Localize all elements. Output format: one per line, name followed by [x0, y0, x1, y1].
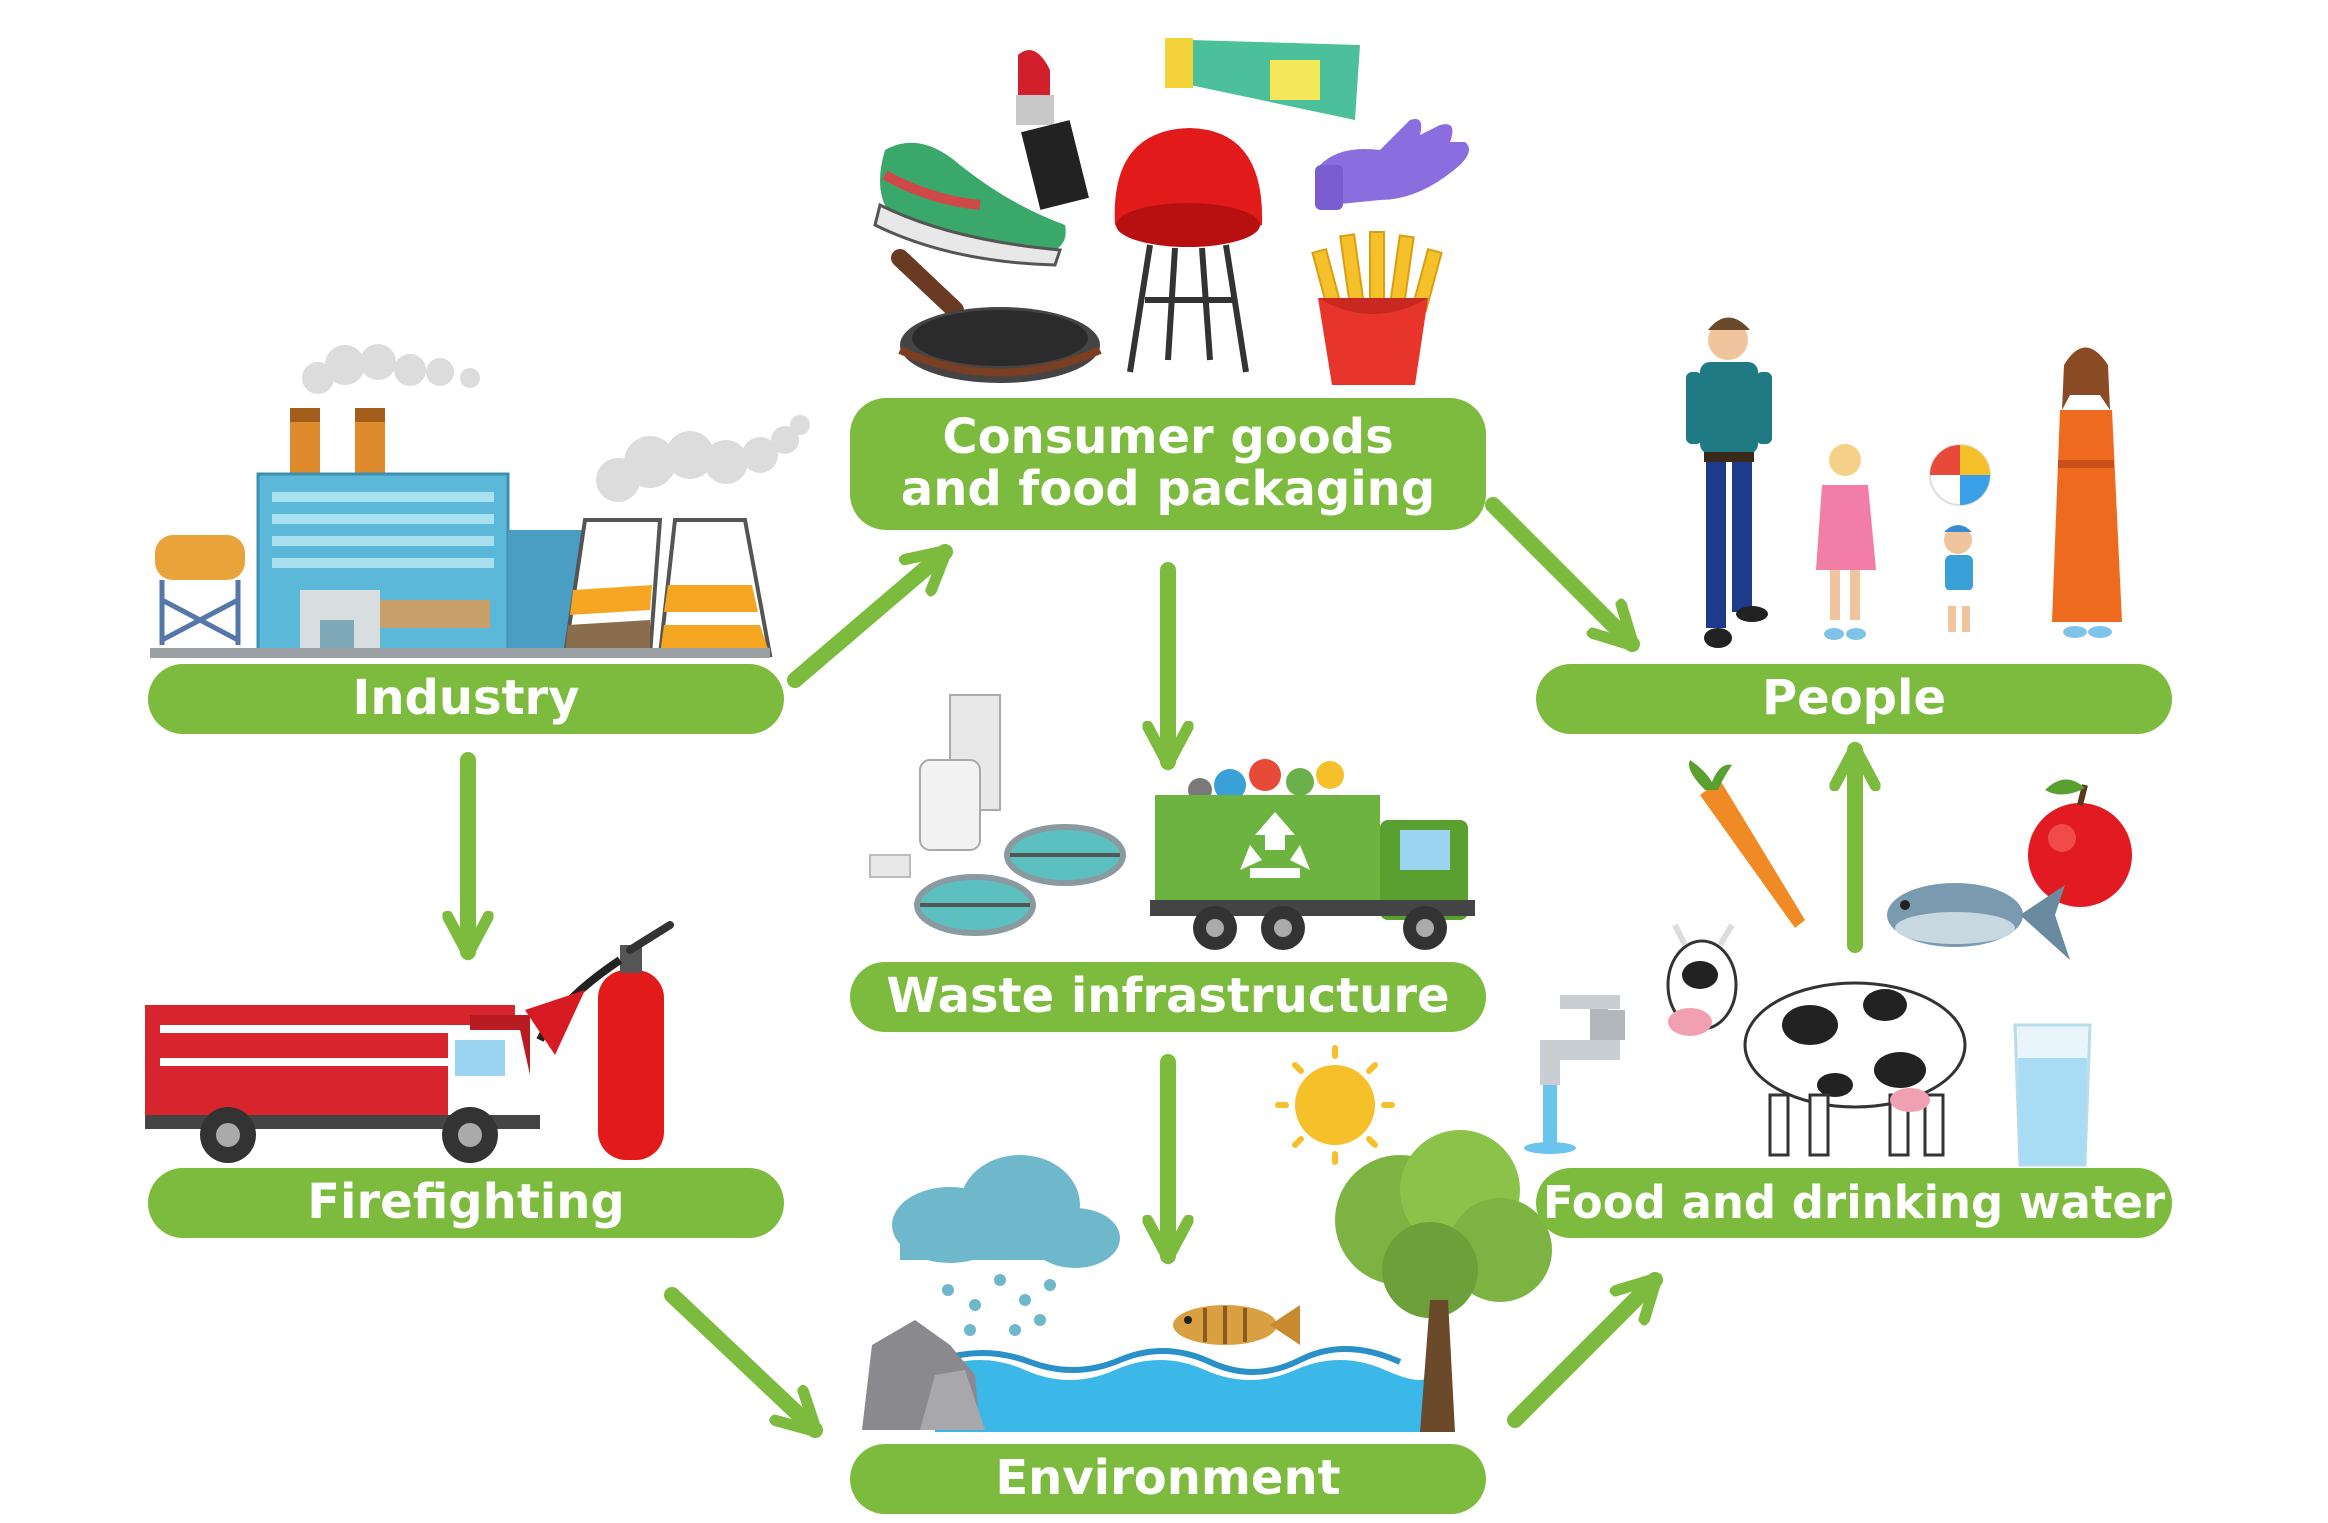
fish-icon — [1887, 883, 2070, 960]
rock-icon — [862, 1320, 985, 1430]
factory-icon — [150, 344, 810, 658]
family-icon — [1686, 317, 2122, 648]
garbage-truck-icon — [1150, 759, 1475, 950]
consumer-goods-illustration — [873, 38, 1469, 385]
arrow-environment-to-food — [1507, 1272, 1663, 1428]
node-environment-label: Environment — [995, 1450, 1341, 1507]
node-environment: Environment — [850, 1444, 1486, 1514]
fire-extinguisher-icon — [525, 921, 674, 1160]
cow-icon — [1666, 923, 1967, 1157]
sun-icon — [1275, 1045, 1395, 1165]
flow-arrows — [468, 497, 1855, 1438]
lipstick-icon — [1016, 50, 1089, 210]
arrow-industry-to-consumer — [787, 544, 953, 688]
node-consumer-goods-label-line-2: and food packaging — [900, 461, 1436, 517]
node-people-label: People — [1761, 670, 1947, 727]
node-people: People — [1536, 664, 2172, 734]
apple-icon — [2028, 779, 2132, 907]
chair-icon — [1114, 128, 1263, 373]
node-food-and-drinking-water-label: Food and drinking water — [1542, 1175, 2166, 1229]
water-treatment-icon — [869, 694, 1126, 936]
rain-cloud-icon — [892, 1155, 1120, 1336]
recycle-icon — [1240, 812, 1310, 878]
sneaker-icon — [873, 142, 1066, 267]
tube-icon — [1165, 38, 1360, 120]
node-waste-infrastructure: Waste infrastructure — [850, 962, 1486, 1032]
node-industry: Industry — [148, 664, 784, 734]
node-consumer-goods: Consumer goods and food packaging — [850, 398, 1486, 530]
frying-pan-icon — [891, 249, 1102, 383]
node-consumer-goods-label-line-1: Consumer goods — [942, 409, 1394, 466]
node-firefighting-label: Firefighting — [307, 1174, 625, 1231]
beach-ball-icon — [1929, 444, 1991, 506]
node-industry-label: Industry — [352, 670, 580, 727]
smoke-icon — [302, 344, 810, 502]
tree-icon — [1335, 1130, 1552, 1432]
fish-icon — [1173, 1305, 1300, 1345]
fire-truck-icon — [145, 1005, 540, 1163]
node-food-and-drinking-water: Food and drinking water — [1536, 1168, 2172, 1238]
glass-of-water-icon — [2013, 1023, 2092, 1167]
carrot-icon — [1689, 760, 1805, 928]
faucet-icon — [1524, 995, 1625, 1154]
glove-icon — [1315, 119, 1469, 210]
arrow-consumer-to-people — [1485, 497, 1640, 652]
arrow-firefighting-to-environment — [664, 1287, 823, 1438]
fries-icon — [1311, 231, 1443, 385]
water-icon — [935, 1346, 1430, 1432]
node-waste-infrastructure-label: Waste infrastructure — [886, 968, 1450, 1025]
node-firefighting: Firefighting — [148, 1168, 784, 1238]
